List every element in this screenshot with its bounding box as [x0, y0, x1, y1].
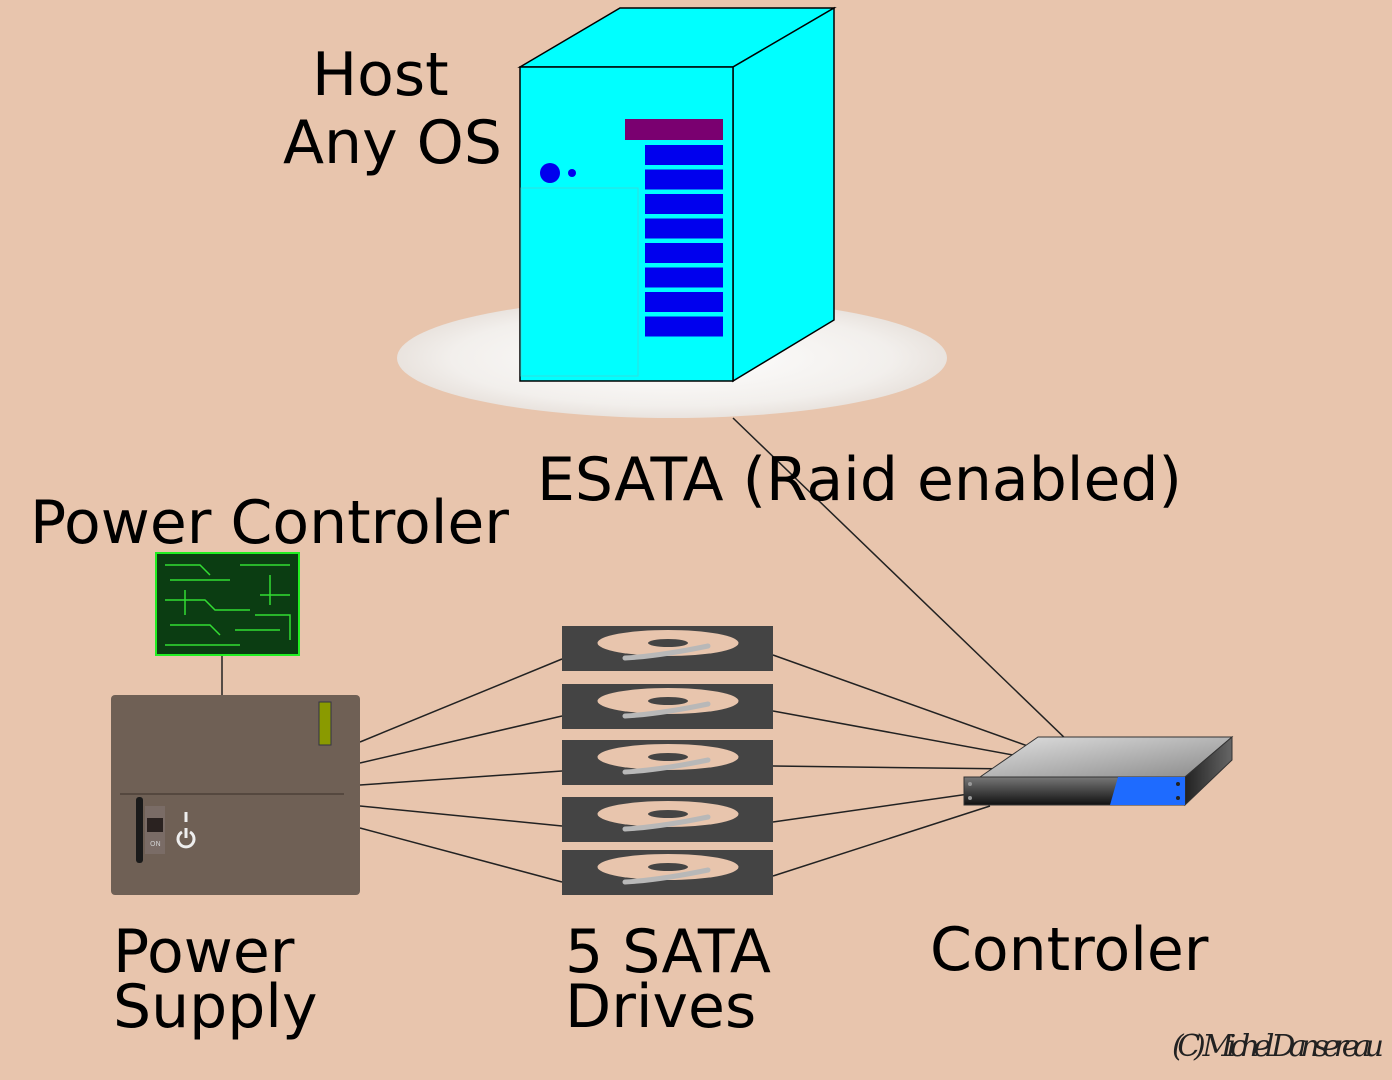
power-supply-label-line1: Power: [113, 917, 295, 987]
drive-bay: [645, 218, 723, 239]
power-cable-4: [359, 805, 563, 827]
sata-drives: [562, 626, 773, 895]
controller-label: Controler: [930, 915, 1209, 985]
sata-drive: [562, 850, 773, 895]
drives-label-line2: Drives: [565, 972, 756, 1042]
sata-cable-5: [772, 805, 991, 877]
power-supply: ON: [111, 695, 360, 895]
host-label-line2: Any OS: [283, 108, 502, 178]
power-led-icon: [540, 163, 560, 183]
sata-drive: [562, 797, 773, 842]
raid-controller: [963, 735, 1234, 807]
power-cable-3: [359, 770, 563, 786]
tower-side: [732, 6, 835, 383]
power-icon: [176, 812, 196, 849]
sata-drive: [562, 684, 773, 729]
power-cable-1: [359, 658, 563, 743]
tower-bay-top: [625, 119, 723, 140]
status-led-bar: [318, 701, 332, 746]
drive-bay: [645, 169, 723, 190]
power-controller-label: Power Controler: [30, 488, 509, 558]
drive-bays: [645, 145, 723, 337]
drives-label-line1: 5 SATA: [565, 917, 771, 987]
sata-drive: [562, 626, 773, 671]
power-controller-pcb: [155, 552, 300, 656]
host-label-line1: Host: [312, 40, 449, 110]
drive-bay: [645, 194, 723, 214]
sata-cable-4: [772, 790, 991, 823]
tower-panel: [520, 187, 639, 377]
controller-accent-panel: [1110, 777, 1185, 805]
esata-cable: [732, 417, 1099, 771]
sata-drive: [562, 740, 773, 785]
host-computer: [397, 6, 947, 418]
drive-bay: [645, 316, 723, 337]
power-supply-label-line2: Supply: [113, 972, 317, 1042]
drive-bay: [645, 267, 723, 288]
drive-bay: [645, 292, 723, 312]
drive-bay: [645, 145, 723, 165]
signature: (C) Michel Dansereau: [1172, 1029, 1384, 1064]
power-switch-label: ON: [150, 840, 161, 848]
power-cable-5: [359, 827, 563, 883]
drive-bay: [645, 243, 723, 263]
esata-label: ESATA (Raid enabled): [537, 445, 1182, 515]
power-cable-2: [359, 715, 563, 764]
activity-led-icon: [568, 169, 576, 177]
